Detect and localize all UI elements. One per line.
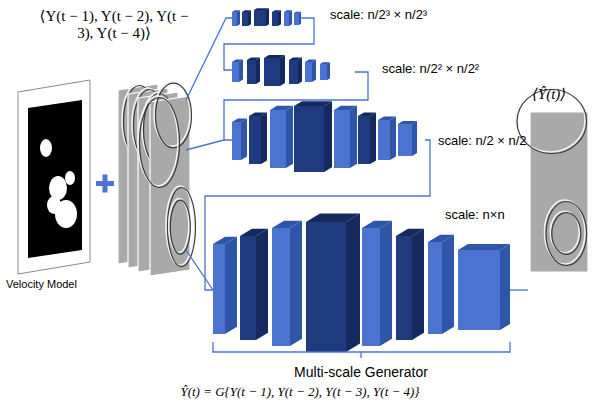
block-side [442,235,454,334]
conv-block [294,13,299,25]
formula: Ŷ(t) = G{Y(t − 1), Y(t − 2), Y(t − 3), Y… [180,385,419,400]
conv-block [358,116,370,164]
block-side [256,229,268,340]
output-frame [516,88,589,272]
conv-block [378,120,390,160]
conv-block [254,10,266,26]
block-side [261,112,267,164]
conv-block [232,12,237,26]
conv-block [232,62,239,82]
block-side [241,118,247,160]
caption-label: Multi-scale Generator [294,364,428,380]
block-side [346,214,360,352]
wavefront [140,98,180,188]
wavefront [156,83,192,148]
wavefront [169,199,189,253]
conv-block [320,64,327,80]
velocity-blobs [40,139,77,228]
wavefront [170,200,190,254]
block-side [237,10,240,26]
block-side [327,62,330,80]
wavefront [168,188,196,267]
block-side [412,121,417,156]
plus-symbol [96,175,114,193]
conv-block [396,236,412,340]
conv-block [294,106,324,172]
scale-label: scale: n/2³ × n/2³ [330,8,427,23]
wavefront [552,213,581,255]
predicted-frame [530,112,588,272]
conv-block [264,58,280,86]
block-side [350,106,357,168]
conv-block [305,62,312,82]
block-side [312,60,316,82]
block-side [225,237,237,334]
scale-label: scale: n×n [445,208,505,223]
sequence-label: ⟨Y(t − 1), Y(t − 2), Y(t − 3), Y(t − 4)⟩ [36,8,192,43]
conv-block [213,244,225,334]
sequence-label: ⟨Ŷ(t)⟩ [532,86,566,103]
block-side [324,101,332,172]
caption-label: Velocity Model [6,278,102,291]
block-side [266,8,269,26]
conv-block [398,124,412,156]
conv-block [232,122,241,160]
scale-label: scale: n/2² × n/2² [382,62,479,77]
scale-label: scale: n/2 × n/2 [438,134,527,149]
conv-block [272,12,278,26]
conv-block [272,228,290,346]
conv-block [249,116,261,164]
conv-block [306,222,346,352]
block-side [500,244,510,330]
conv-block [428,242,442,334]
conv-block [334,110,350,168]
block-side [278,10,281,26]
conv-block [362,228,380,346]
input-frames [118,82,196,276]
block-side [390,116,396,160]
generator-blocks [213,8,510,352]
conv-block [240,236,256,340]
block-side [290,221,302,346]
velocity-model [28,100,82,258]
conv-block [247,60,256,84]
velocity-card [18,80,90,274]
block-side [289,10,292,26]
conv-block [270,110,286,168]
block-side [412,229,424,340]
block-side [256,58,260,84]
block-side [280,55,285,86]
block-side [248,10,251,26]
block-side [286,106,293,168]
conv-block [284,12,289,26]
wavefront [546,202,587,266]
conv-block [242,12,248,26]
scale-links [186,18,528,358]
conv-block [458,250,500,330]
conv-block [289,60,298,84]
block-side [239,60,243,82]
block-side [370,112,376,164]
block-side [298,58,302,84]
block-side [380,221,392,346]
wavefront [166,186,194,265]
